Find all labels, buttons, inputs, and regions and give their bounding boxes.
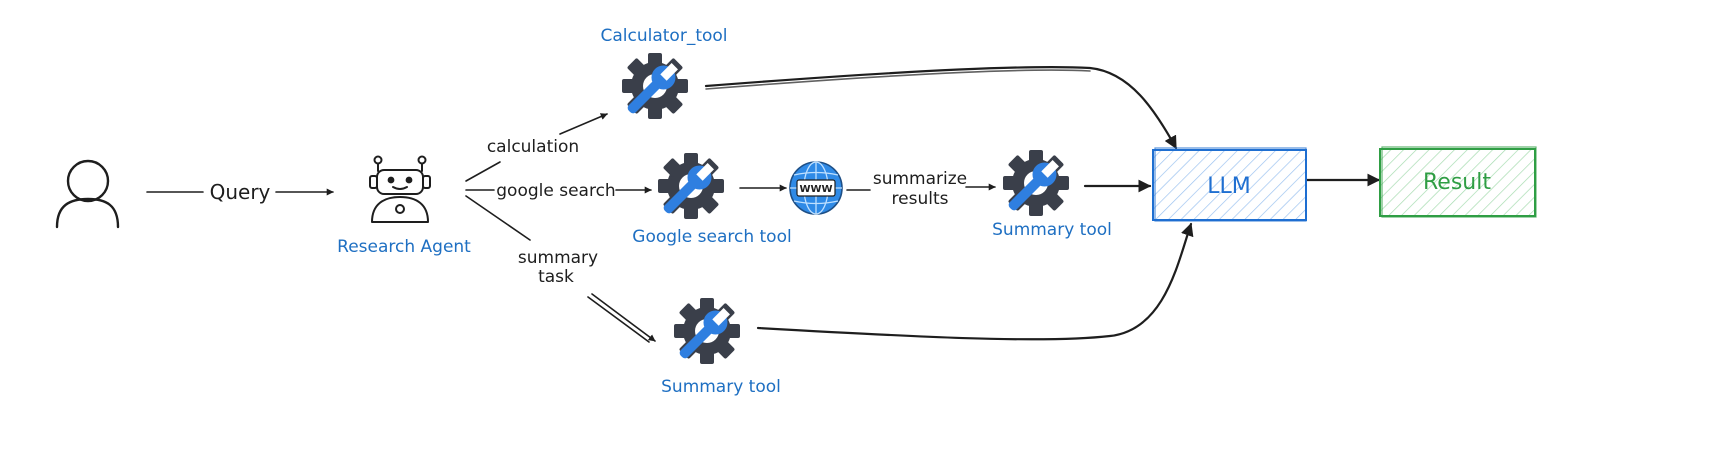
edge-label-summary-task-2: task	[538, 267, 574, 287]
gear-wrench-icon	[621, 53, 688, 120]
google-search-tool-label: Google search tool	[632, 227, 791, 247]
web-node: WWW	[789, 161, 843, 215]
research-agent-label: Research Agent	[337, 237, 471, 257]
gear-wrench-icon	[673, 298, 740, 365]
person-outline-icon	[55, 159, 120, 229]
edge-summary-task: summary task	[465, 195, 656, 343]
google-search-tool-node: Google search tool	[632, 153, 792, 247]
gear-wrench-icon	[657, 153, 724, 220]
llm-label: LLM	[1207, 174, 1251, 199]
result-label: Result	[1423, 170, 1491, 195]
calculator-tool-node: Calculator_tool	[600, 26, 728, 120]
edge-summary-bottom-to-llm	[756, 222, 1194, 341]
edge-label-query: Query	[210, 180, 271, 204]
edge-query: Query	[146, 180, 334, 204]
summary-tool-top-node: Summary tool	[992, 150, 1112, 240]
edge-summarize-results: summarize results	[846, 169, 996, 209]
edge-label-google-search: google search	[496, 181, 615, 201]
summary-tool-bottom-node: Summary tool	[661, 298, 781, 397]
edge-calculation: calculation	[465, 113, 608, 182]
llm-node: LLM	[1152, 147, 1307, 222]
edge-label-calculation: calculation	[487, 137, 579, 157]
summary-tool-top-label: Summary tool	[992, 220, 1112, 240]
edge-calculator-to-llm	[704, 66, 1178, 150]
research-agent-node: Research Agent	[337, 155, 471, 257]
robot-icon	[369, 155, 431, 223]
edge-label-summarize: summarize	[873, 169, 967, 189]
summary-tool-bottom-label: Summary tool	[661, 377, 781, 397]
gear-wrench-icon	[1002, 150, 1069, 217]
result-node: Result	[1379, 146, 1537, 218]
web-text: WWW	[799, 184, 832, 195]
edge-label-summary-task-1: summary	[518, 248, 598, 268]
calculator-tool-label: Calculator_tool	[600, 26, 727, 46]
edge-label-results: results	[892, 189, 949, 209]
globe-www-icon: WWW	[789, 161, 843, 215]
edge-google-search: google search	[465, 181, 652, 201]
user-node	[55, 159, 120, 229]
